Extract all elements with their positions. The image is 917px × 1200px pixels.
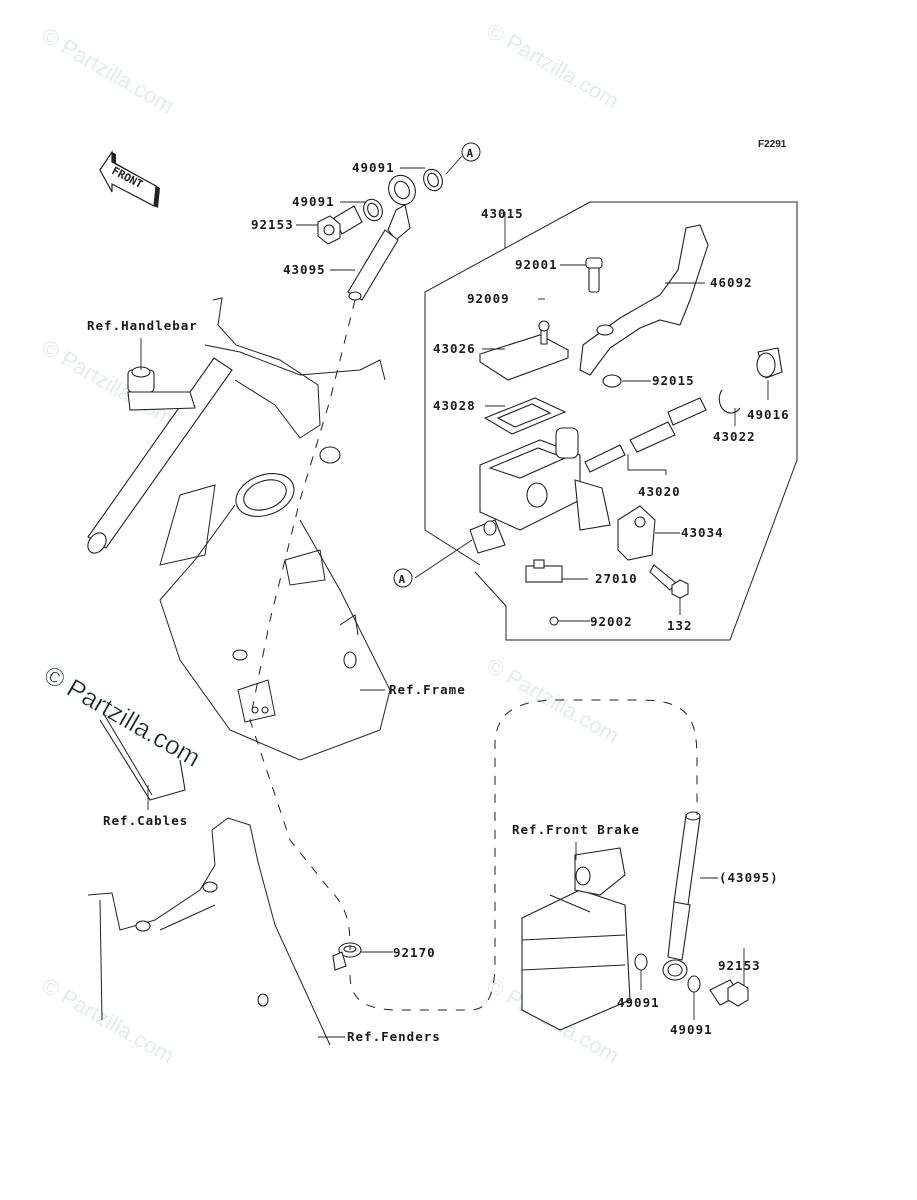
- figure-id: F2291: [758, 139, 787, 150]
- part-label-49091[interactable]: 49091: [352, 160, 395, 175]
- reference-marker-a: A: [393, 568, 413, 588]
- part-label-43095[interactable]: 43095: [283, 262, 326, 277]
- master-cylinder: [469, 224, 783, 626]
- part-label-132[interactable]: 132: [667, 618, 693, 633]
- part-label-46092[interactable]: 46092: [710, 275, 753, 290]
- part-label-92002[interactable]: 92002: [590, 614, 633, 629]
- svg-text:A: A: [399, 573, 406, 586]
- watermark: © Partzilla.com: [483, 653, 624, 749]
- reference-marker-a: A: [461, 142, 481, 162]
- part-label-43095-ref[interactable]: (43095): [719, 870, 779, 885]
- watermark: © Partzilla.com: [38, 23, 179, 119]
- part-label-92009[interactable]: 92009: [467, 291, 510, 306]
- kit-outline: [474, 201, 798, 641]
- part-label-43028[interactable]: 43028: [433, 398, 476, 413]
- ref-label-frame: Ref.Frame: [389, 682, 466, 697]
- brake-caliper: [521, 847, 631, 1031]
- banjo-92170: [332, 942, 362, 971]
- watermark: © Partzilla.com: [38, 973, 179, 1069]
- ref-label-fenders: Ref.Fenders: [347, 1029, 441, 1044]
- routing-line: [249, 299, 356, 951]
- part-label-92001[interactable]: 92001: [515, 257, 558, 272]
- part-labels[interactable]: 49091 49091 92153 43095 43015 92001 4609…: [251, 160, 790, 1037]
- watermark: © Partzilla.com: [38, 335, 179, 431]
- part-label-43026[interactable]: 43026: [433, 341, 476, 356]
- svg-text:A: A: [467, 147, 474, 160]
- hose-lower: [634, 811, 749, 1007]
- ref-label-cables: Ref.Cables: [103, 813, 188, 828]
- part-label-43020[interactable]: 43020: [638, 484, 681, 499]
- routing-line: [349, 699, 698, 1011]
- part-label-43022[interactable]: 43022: [713, 429, 756, 444]
- part-label-49091[interactable]: 49091: [617, 995, 660, 1010]
- watermark: © Partzilla.com: [483, 18, 624, 114]
- part-label-92015[interactable]: 92015: [652, 373, 695, 388]
- frame-illustration: [87, 297, 391, 1046]
- ref-label-handlebar: Ref.Handlebar: [87, 318, 198, 333]
- part-label-27010[interactable]: 27010: [595, 571, 638, 586]
- part-label-43015[interactable]: 43015: [481, 206, 524, 221]
- part-label-49091[interactable]: 49091: [670, 1022, 713, 1037]
- reference-labels: Ref.Handlebar Ref.Frame Ref.Cables Ref.F…: [87, 318, 640, 1044]
- part-label-92153[interactable]: 92153: [718, 958, 761, 973]
- part-label-49016[interactable]: 49016: [747, 407, 790, 422]
- part-label-92153[interactable]: 92153: [251, 217, 294, 232]
- part-label-49091[interactable]: 49091: [292, 194, 335, 209]
- leader-lines: [140, 155, 769, 1038]
- hose-upper: [317, 168, 443, 301]
- part-label-43034[interactable]: 43034: [681, 525, 724, 540]
- front-arrow-icon: FRONT: [99, 150, 160, 208]
- part-label-92170[interactable]: 92170: [393, 945, 436, 960]
- kit-outline-left: [424, 201, 591, 566]
- ref-label-front-brake: Ref.Front Brake: [512, 822, 640, 837]
